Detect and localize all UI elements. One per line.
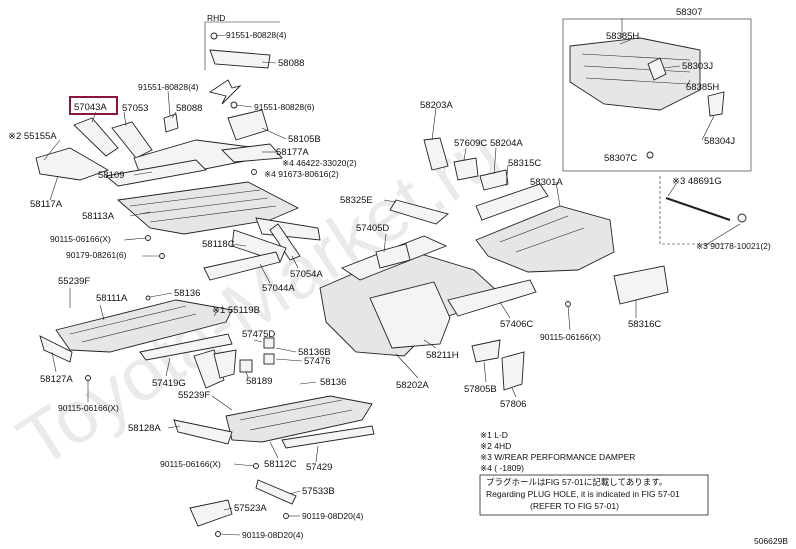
diagram-id: 506629B: [754, 536, 788, 546]
part-label[interactable]: 57805B: [464, 384, 497, 395]
note-line: ※4 ( -1809): [480, 463, 524, 473]
part-label[interactable]: 58088: [278, 58, 304, 69]
part-label[interactable]: 57475D: [242, 329, 275, 340]
part-label[interactable]: 58189: [246, 376, 272, 387]
legend-notes: ※1 L-D ※2 4HD ※3 W/REAR PERFORMANCE DAMP…: [479, 430, 709, 516]
part-label[interactable]: ※4 46422-33020(2): [282, 158, 357, 168]
part-label[interactable]: 58136: [320, 377, 346, 388]
part-label[interactable]: 90119-08D20(4): [302, 511, 363, 521]
part-label[interactable]: 90115-06166(X): [160, 459, 221, 469]
part-label[interactable]: 57429: [306, 462, 332, 473]
part-label[interactable]: 57476: [304, 356, 330, 367]
part-label[interactable]: 57406C: [500, 319, 533, 330]
part-label[interactable]: 57609C: [454, 138, 487, 149]
part-label[interactable]: 58105B: [288, 134, 321, 145]
part-label[interactable]: 58112C: [264, 459, 297, 470]
part-label[interactable]: 57054A: [290, 269, 323, 280]
part-label[interactable]: 58316C: [628, 319, 661, 330]
part-label[interactable]: 90115-06166(X): [58, 403, 119, 413]
part-label[interactable]: 58301A: [530, 177, 563, 188]
part-label[interactable]: 57806: [500, 399, 526, 410]
part-label[interactable]: 58177A: [276, 147, 309, 158]
part-label[interactable]: 58303J: [682, 61, 713, 72]
part-label[interactable]: ※1 55119B: [212, 305, 260, 316]
note-line: ※2 4HD: [480, 441, 511, 451]
part-label[interactable]: 90115-06166(X): [50, 234, 111, 244]
part-label[interactable]: 58136: [174, 288, 200, 299]
part-label[interactable]: 90119-08D20(4): [242, 530, 303, 540]
part-label[interactable]: ※4 91673-80616(2): [264, 169, 339, 179]
part-label[interactable]: 58111A: [96, 293, 128, 304]
part-label[interactable]: 90179-08261(6): [66, 250, 127, 260]
part-label[interactable]: 90115-06166(X): [540, 332, 601, 342]
part-label[interactable]: 58136B: [298, 347, 331, 358]
part-label[interactable]: 58109: [98, 170, 124, 181]
part-label[interactable]: 57419G: [152, 378, 186, 389]
part-label[interactable]: ※3 48691G: [672, 176, 722, 187]
part-label[interactable]: 58127A: [40, 374, 73, 385]
part-label[interactable]: 55239F: [58, 276, 90, 287]
note-box-line: プラグホールはFIG 57-01に記載してあります。: [486, 477, 667, 487]
highlighted-part-box: [69, 96, 118, 115]
part-label-highlighted[interactable]: 57043A: [74, 102, 107, 113]
part-label[interactable]: 57044A: [262, 283, 295, 294]
note-line: ※1 L-D: [480, 430, 508, 440]
part-label[interactable]: 91551-80828(6): [254, 102, 315, 112]
part-label[interactable]: 57533B: [302, 486, 335, 497]
part-label[interactable]: 58128A: [128, 423, 161, 434]
part-label[interactable]: 58385H: [606, 31, 639, 42]
part-label[interactable]: 91551-80828(4): [138, 82, 199, 92]
part-label[interactable]: 58315C: [508, 158, 541, 169]
part-shapes: [35, 18, 752, 537]
part-label[interactable]: 91551-80828(4): [226, 30, 287, 40]
part-label[interactable]: 57053: [122, 103, 148, 114]
part-label[interactable]: 58211H: [426, 350, 459, 361]
part-label[interactable]: 58325E: [340, 195, 373, 206]
note-box-line: Regarding PLUG HOLE, it is indicated in …: [486, 489, 680, 499]
part-label[interactable]: 58304J: [704, 136, 735, 147]
part-label[interactable]: 58113A: [82, 211, 115, 222]
leader-lines: [43, 18, 741, 536]
part-label[interactable]: 57523A: [234, 503, 267, 514]
part-label[interactable]: 58118C: [202, 239, 235, 250]
part-label[interactable]: 58307: [676, 7, 702, 18]
part-labels: RHD 91551-80828(4) 58088 91551-80828(4) …: [8, 7, 771, 540]
part-label[interactable]: 58204A: [490, 138, 523, 149]
plug-hole-note-box: [479, 474, 709, 516]
part-label[interactable]: 58203A: [420, 100, 453, 111]
part-label[interactable]: 58202A: [396, 380, 429, 391]
note-box-line: (REFER TO FIG 57-01): [530, 501, 619, 511]
part-label[interactable]: 58117A: [30, 199, 63, 210]
rhd-label: RHD: [207, 13, 225, 23]
part-label[interactable]: 58088: [176, 103, 202, 114]
note-line: ※3 W/REAR PERFORMANCE DAMPER: [480, 452, 635, 462]
part-label[interactable]: ※2 55155A: [8, 131, 57, 142]
part-label[interactable]: 58307C: [604, 153, 637, 164]
part-label[interactable]: 57405D: [356, 223, 389, 234]
part-label[interactable]: ※3 90178-10021(2): [696, 241, 771, 251]
part-label[interactable]: 58385H: [686, 82, 719, 93]
part-label[interactable]: 55239F: [178, 390, 210, 401]
